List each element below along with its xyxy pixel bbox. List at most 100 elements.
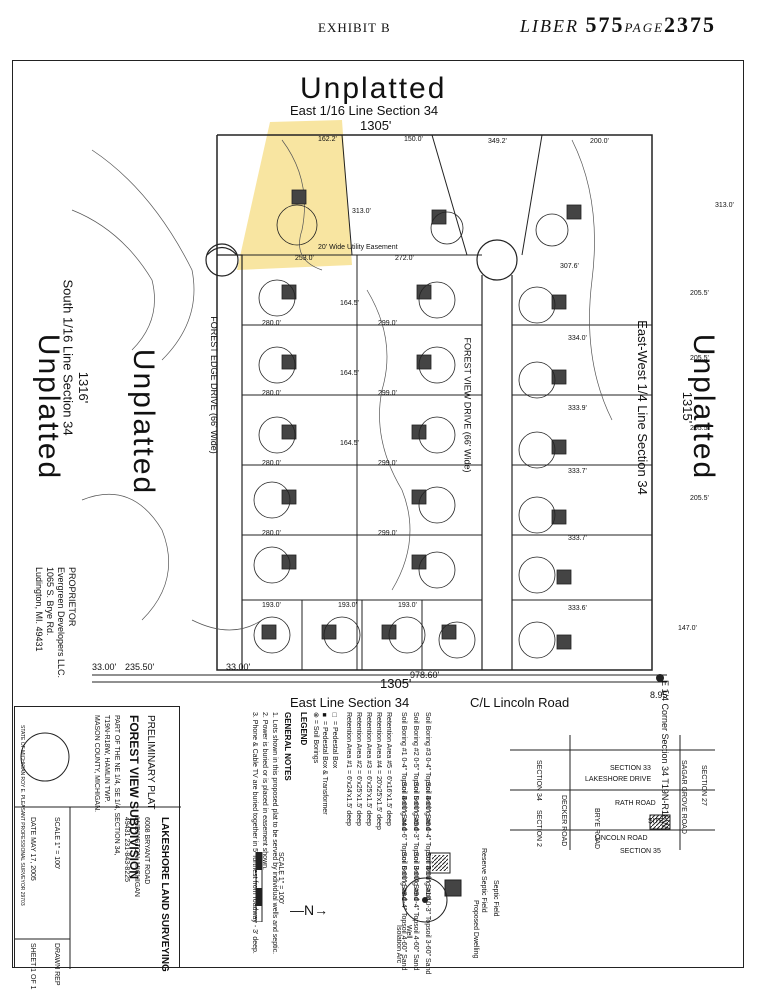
dimension-label: 299.0' <box>378 460 397 467</box>
plat-boundary <box>216 134 653 671</box>
legend-item-3: □ = Pedestal Box <box>331 712 338 768</box>
retention-area-item: Retention Area #1 = 6'x24'x1.5' deep <box>345 712 352 826</box>
forest-edge-road <box>206 246 243 670</box>
proprietor-address-2: Ludington, MI. 49431 <box>34 567 44 652</box>
date-label: DATE MAY 17, 2005 <box>29 817 36 881</box>
firm-address-1: 6008 BRYANT ROAD <box>143 817 150 885</box>
proprietor-block: PROPRIETOR Evergreen Developers LLC. 106… <box>33 567 77 687</box>
dimension-label: 253.0' <box>295 255 314 262</box>
sheet-label: SHEET 1 OF 1 <box>29 943 36 990</box>
title-block: PRELIMINARY PLAT FOREST VIEW SUBDIVISION… <box>14 706 181 990</box>
general-note-3: 3. Phone & Cable TV are buried together … <box>251 712 258 954</box>
description-1: PART OF THE NE 1/4, SE 1/4, SECTION 34, <box>113 715 120 856</box>
dim-235: 235.50' <box>125 662 155 672</box>
dim-33-left: 33.00' <box>92 662 117 672</box>
proprietor-address-1: 1065 S. Brye Rd. <box>45 567 55 636</box>
scale-bar <box>255 852 263 922</box>
dimension-label: 280.0' <box>262 390 281 397</box>
rath-road-label: RATH ROAD <box>615 800 656 807</box>
dimension-label: 333.9' <box>568 405 587 412</box>
soil-boring-item: Soil Boring #5 0-3" Topsoil 3-60" Sand <box>412 782 419 901</box>
page-number: 2375 <box>664 12 717 37</box>
liber-label: LIBER <box>520 16 579 36</box>
legend-text-3: = Pedestal Box <box>331 720 338 769</box>
liber-number: 575 <box>585 12 625 37</box>
plat-drawing <box>71 120 667 683</box>
soil-boring-icon: ⊗ <box>312 712 319 720</box>
firm-address-2: LUDINGTON, MICHIGAN <box>133 817 140 897</box>
dimension-label: 205.5' <box>690 355 709 362</box>
firm-name: LAKESHORE LAND SURVEYING <box>159 817 170 972</box>
title-block-frame <box>15 732 181 969</box>
notes-area: GENERAL NOTES 1. Lots shown in this prop… <box>195 712 485 974</box>
lakeshore-drive-label: LAKESHORE DRIVE <box>585 776 652 783</box>
dimension-label: 280.0' <box>262 530 281 537</box>
corner-marker <box>656 674 664 682</box>
seal-line-3: PROFESSIONAL SURVEYOR <box>19 822 25 891</box>
dimension-label: 150.0' <box>404 136 423 143</box>
page-label: PAGE <box>624 20 665 35</box>
section-27-label: SECTION 27 <box>700 765 707 806</box>
bottom-dimension: 1305' <box>380 676 412 691</box>
section-2-label: SECTION 2 <box>535 810 542 847</box>
retention-area-item: Retention Area #5 = 6'x16'x1.5' deep <box>385 712 392 826</box>
soil-boring-item: Soil Boring #9 0-4" Topsoil 4-60" Sand <box>412 852 419 971</box>
cul-de-sac-left <box>205 243 239 277</box>
dimension-label: 333.7' <box>568 535 587 542</box>
right-dimension: 1315' <box>680 391 696 424</box>
firm-address-3: 49431 231-843-8225 <box>123 817 130 883</box>
dimension-label: 164.5' <box>340 300 359 307</box>
seal-line-2: ROY E. PLEASANT <box>19 776 25 821</box>
legend-text-2: = Pedestal Box & Transformer <box>321 720 328 815</box>
retention-area-item: Retention Area #4 = 20'x25'x1.5' deep <box>375 712 382 830</box>
retention-area-item: Retention Area #3 = 6'x25'x1.5' deep <box>365 712 372 826</box>
lincoln-road-label: C/L Lincoln Road <box>470 695 570 710</box>
pedestal-box-icon: □ <box>331 712 338 721</box>
proprietor-title: PROPRIETOR <box>67 567 77 627</box>
drawn-label: DRAWN REP <box>53 943 60 986</box>
east-sixteenth-line-label: East 1/16 Line Section 34 <box>290 103 439 118</box>
septic-field-label: Septic Field <box>492 880 499 917</box>
forest-view-drive-label: FOREST VIEW DRIVE (66' Wide) <box>462 337 473 473</box>
dimension-label: 333.6' <box>568 605 587 612</box>
isolation-arc-label: Isolation Arc <box>395 925 402 964</box>
dimension-label: 280.0' <box>262 320 281 327</box>
section-33-label: SECTION 33 <box>610 765 651 772</box>
retention-area-item: Retention Area #2 = 6'x25'x1.5' deep <box>355 712 362 826</box>
south-sixteenth-line-label: South 1/16 Line Section 34 <box>60 279 76 436</box>
surveyor-seal: STATE OF MICHIGAN ROY E. PLEASANT PROFES… <box>19 725 25 906</box>
exhibit-label: EXHIBIT B <box>318 20 391 35</box>
top-dimension: 1305' <box>360 118 392 133</box>
dimension-label: 147.0' <box>678 625 697 632</box>
proprietor-name: Evergreen Developers LLC. <box>56 567 66 679</box>
lot-features <box>253 189 582 659</box>
section-35-label: SECTION 35 <box>620 848 661 855</box>
lincoln-road-vicinity-label: LINCOLN ROAD <box>595 835 648 842</box>
corner-offset: 8.95' <box>650 690 670 700</box>
unplatted-top-label: Unplatted <box>300 72 447 105</box>
dimension-label: 349.2' <box>488 138 507 145</box>
proposed-dwelling-label: Proposed Dwelling <box>472 900 479 959</box>
soil-boring-item: Soil Boring #2 0-5" Topsoil 5-60" Sand <box>412 712 419 831</box>
general-note-1: 1. Lots shown in this proposed plat to b… <box>271 712 278 955</box>
dimension-label: 299.0' <box>378 320 397 327</box>
dimension-label: 299.0' <box>378 390 397 397</box>
decker-road-label: DECKER ROAD <box>560 795 567 847</box>
cul-de-sac-right <box>476 239 518 281</box>
seal-line-1: STATE OF MICHIGAN <box>19 725 25 776</box>
dimension-label: 313.0' <box>715 202 734 209</box>
legend-item-1: ⊗ = Soil Borings <box>311 712 319 763</box>
description-2: T19N-R18W, HAMLIN TWP. <box>103 715 110 803</box>
dimension-label: 280.0' <box>262 460 281 467</box>
left-dimension: 1316' <box>76 371 92 404</box>
seal-line-4: 29703 <box>19 891 25 906</box>
utility-easement-label: 20' Wide Utility Easement <box>318 244 398 251</box>
lot-detail-drawing <box>402 852 462 923</box>
description-3: MASON COUNTY, MICHIGAN. <box>93 715 100 813</box>
east-west-quarter-line-label: East-West 1/4 Line Section 34 <box>634 320 650 495</box>
brye-road-label: BRYE ROAD <box>593 808 600 850</box>
soil-boring-item: Soil Boring #1 0-4" Topsoil 4-60" Sand <box>400 712 407 831</box>
unplatted-mid-label: Unplatted <box>127 348 161 496</box>
dimension-label: 205.5' <box>690 425 709 432</box>
dimension-label: 164.5' <box>340 370 359 377</box>
